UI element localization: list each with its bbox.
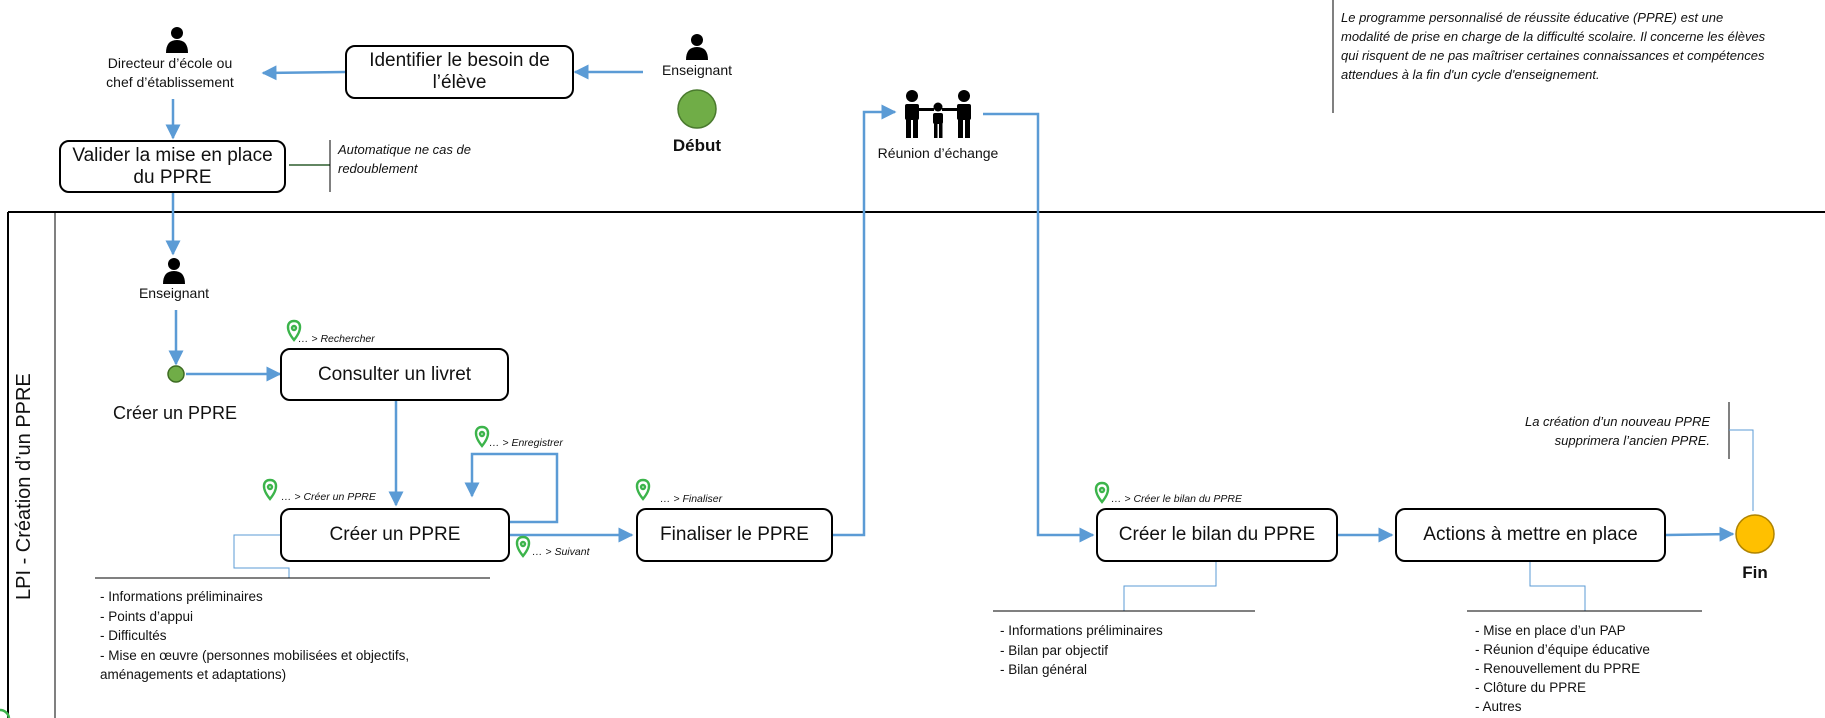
list-item: - Mise en place d’un PAP <box>1475 623 1626 638</box>
pin-edge-icon <box>0 708 11 718</box>
end-event <box>1735 514 1775 554</box>
create-bilan-box[interactable]: Créer le bilan du PPRE <box>1096 508 1338 562</box>
auto-note: Automatique ne cas de redoublement <box>338 142 471 176</box>
pin-creer-icon <box>262 478 278 501</box>
list-item: - Réunion d’équipe éducative <box>1475 642 1650 657</box>
new-ppre-note-connector <box>1729 429 1754 511</box>
list-item: - Autres <box>1475 699 1522 714</box>
path-enregistrer: … > Enregistrer <box>489 437 563 449</box>
bilan-list-connector <box>1123 562 1217 611</box>
pin-rechercher-icon <box>286 319 302 342</box>
family-meeting-icon <box>905 90 971 138</box>
arrow-meeting-bilan <box>983 112 1095 543</box>
create-ppre-box[interactable]: Créer un PPRE <box>280 508 510 562</box>
create-list-connector <box>233 534 290 578</box>
pin-enregistrer-icon <box>474 425 490 448</box>
path-suivant: … > Suivant <box>532 546 590 558</box>
start-event <box>677 89 717 129</box>
create-bilan-label: Créer le bilan du PPRE <box>1118 524 1316 545</box>
identify-need-label: Identifier le besoin de l’élève <box>369 50 550 93</box>
identify-need-box[interactable]: Identifier le besoin de l’élève <box>345 45 574 99</box>
director-label: Directeur d’école ou chef d’établissemen… <box>106 55 234 90</box>
pin-suivant-icon <box>515 535 531 558</box>
actions-list-connector <box>1529 562 1586 611</box>
pin-creer-bilan-icon <box>1094 481 1110 504</box>
teacher-top-label: Enseignant <box>661 62 733 78</box>
director-person-icon <box>166 27 188 53</box>
sub-start-label: Créer un PPRE <box>113 403 238 423</box>
pin-finaliser-icon <box>635 478 651 501</box>
list-item: - Points d’appui <box>100 608 194 624</box>
new-ppre-note: La création d’un nouveau PPRE supprimera… <box>1524 414 1710 448</box>
arrow-identify-director <box>261 65 346 81</box>
list-item: - Mise en œuvre (personnes mobilisées et… <box>100 647 410 663</box>
list-item: - Bilan par objectif <box>1000 642 1109 658</box>
consult-booklet-box[interactable]: Consulter un livret <box>280 348 509 401</box>
teacher-lane-label: Enseignant <box>138 285 210 301</box>
create-ppre-label: Créer un PPRE <box>329 524 461 545</box>
path-finaliser: … > Finaliser <box>660 493 723 505</box>
validate-ppre-label: Valider la mise en place du PPRE <box>72 144 273 188</box>
list-item: - Informations préliminaires <box>1000 623 1163 638</box>
intro-note: Le programme personnalisé de réussite éd… <box>1341 10 1766 82</box>
teacher-top-person-icon <box>686 34 708 60</box>
actions-label: Actions à mettre en place <box>1423 524 1638 545</box>
finalize-ppre-box[interactable]: Finaliser le PPRE <box>636 508 833 562</box>
arrow-save-loop <box>464 452 559 524</box>
meeting-label: Réunion d’échange <box>877 145 999 161</box>
teacher-lane-person-icon <box>163 258 185 284</box>
list-item: - Clôture du PPRE <box>1475 680 1587 695</box>
consult-booklet-label: Consulter un livret <box>317 363 472 385</box>
validate-ppre-box[interactable]: Valider la mise en place du PPRE <box>59 140 286 193</box>
finalize-ppre-label: Finaliser le PPRE <box>660 524 809 545</box>
sub-start-event <box>167 365 185 383</box>
actions-box[interactable]: Actions à mettre en place <box>1395 508 1666 562</box>
list-item: - Informations préliminaires <box>100 589 263 604</box>
bilan-list: - Informations préliminaires - Bilan par… <box>1000 621 1163 680</box>
start-label: Début <box>672 136 722 155</box>
path-creer: … > Créer un PPRE <box>281 491 376 503</box>
actions-list: - Mise en place d’un PAP - Réunion d’équ… <box>1475 621 1650 716</box>
create-ppre-list: - Informations préliminaires - Points d’… <box>100 587 409 685</box>
arrow-finalize-meeting <box>833 104 897 537</box>
list-item: - Bilan général <box>1000 662 1088 677</box>
arrow-actions-end <box>1665 526 1735 542</box>
list-item: - Renouvellement du PPRE <box>1475 661 1641 676</box>
end-label: Fin <box>1742 563 1768 582</box>
list-item: - Difficultés <box>100 628 167 643</box>
path-creer-bilan: … > Créer le bilan du PPRE <box>1111 493 1243 505</box>
list-item: aménagements et adaptations) <box>100 667 287 682</box>
path-rechercher: … > Rechercher <box>298 333 375 345</box>
swimlane-title: LPI - Création d’un PPRE <box>13 373 35 600</box>
